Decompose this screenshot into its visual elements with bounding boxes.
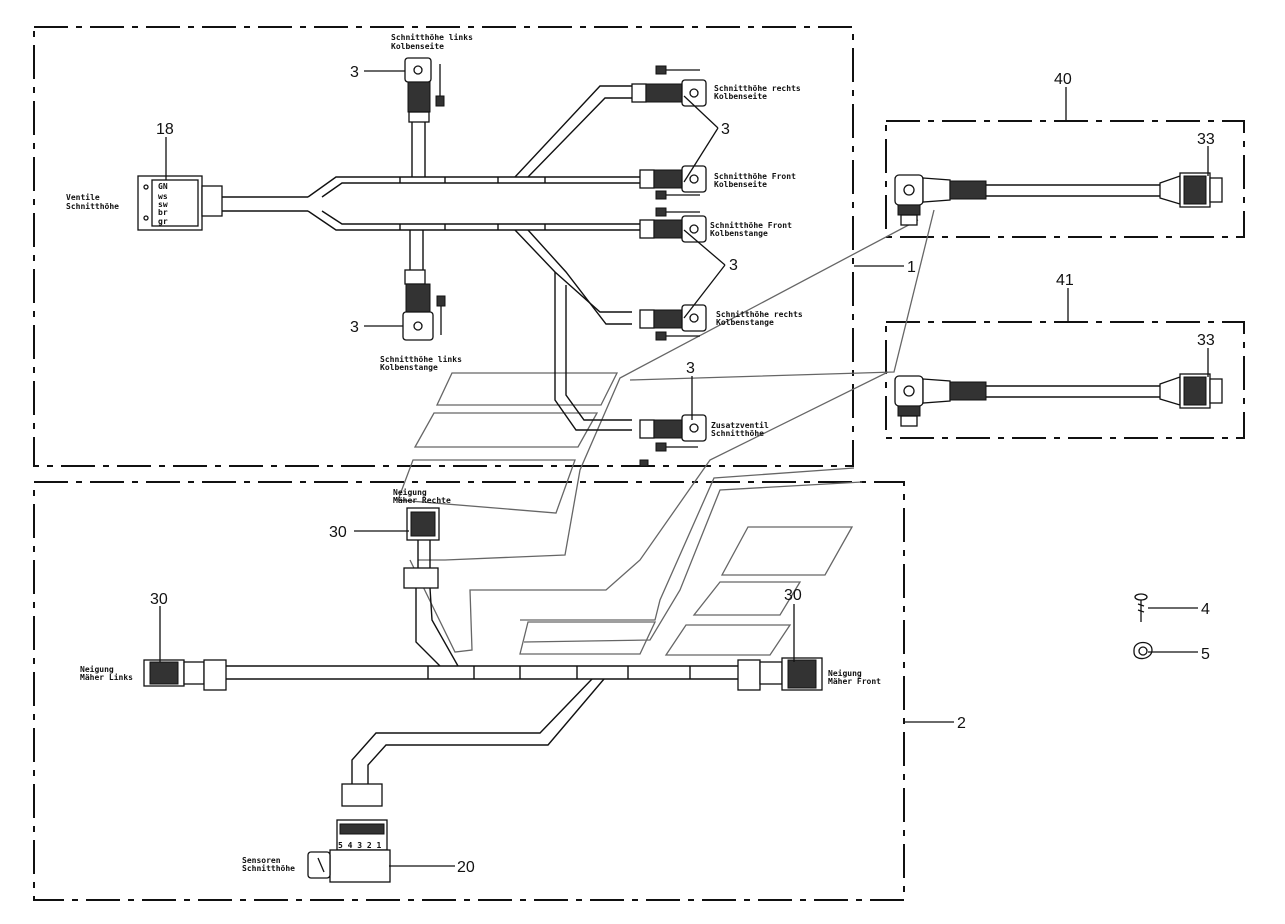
valve-connector-sl-kolbenseite — [404, 57, 445, 123]
frame-harness-2 — [33, 481, 905, 901]
connector-pin-numbers: 5 4 3 2 1 — [338, 841, 382, 850]
label-neig-rechts-1: Neigung — [393, 487, 427, 497]
frame-cable-41 — [885, 321, 1245, 439]
callout-18: 18 — [156, 121, 174, 138]
label-sf-kolbenseite-2: Kolbenseite — [714, 179, 767, 189]
callout-30-b: 30 — [150, 591, 168, 608]
callout-40: 40 — [1054, 71, 1072, 88]
valve-connector-sl-kolbenstange — [402, 269, 446, 341]
label-sf-kolbenseite-1: Schnitthöhe Front — [714, 171, 796, 181]
label-sf-kolbenstange-1: Schnitthöhe Front — [710, 220, 792, 230]
cable-40 — [894, 172, 1223, 226]
label-sr-kolbenstange-2: Kolbenstange — [716, 318, 774, 327]
callout-33-a: 33 — [1197, 131, 1215, 148]
callout-4: 4 — [1201, 601, 1210, 618]
label-neig-front-2: Mäher Front — [828, 677, 881, 686]
label-zusatz-2: Schnitthöhe — [711, 428, 764, 438]
callout-3-d: 3 — [729, 257, 738, 274]
cable-clip-5 — [1133, 641, 1153, 660]
callout-3-e: 3 — [686, 360, 695, 377]
label-sr-kolbenstange-1: Schnitthöhe rechts — [716, 309, 803, 319]
callout-30-c: 30 — [784, 587, 802, 604]
callout-20: 20 — [457, 859, 475, 876]
valve-connector-sf-kolbenseite — [639, 165, 707, 200]
label-ventile-2: Schnitthöhe — [66, 201, 119, 211]
valve-connector-sr-kolbenseite — [631, 65, 707, 107]
valve-connector-sf-kolbenstange — [639, 207, 707, 243]
label-neig-links-2: Mäher Links — [80, 672, 133, 682]
valve-connector-sr-kolbenstange — [639, 304, 707, 341]
cable-41 — [894, 373, 1223, 427]
callout-3-a: 3 — [350, 64, 359, 81]
harness-2-wiring — [226, 540, 738, 784]
frame-cable-40 — [885, 120, 1245, 238]
label-neig-front-1: Neigung — [828, 668, 862, 678]
callout-41: 41 — [1056, 272, 1074, 289]
callout-3-c: 3 — [721, 121, 730, 138]
label-sr-kolbenseite-2: Kolbenseite — [714, 91, 767, 101]
callout-3-b: 3 — [350, 319, 359, 336]
label-sl-kolbenseite-2: Kolbenseite — [391, 41, 444, 51]
leader-lines — [159, 70, 1209, 867]
conn18-mark-3: br — [158, 208, 168, 217]
harness-1-wiring — [222, 85, 640, 431]
tilt-connector-rechts — [403, 507, 440, 589]
callout-1: 1 — [907, 259, 916, 276]
conn18-mark-0: GN — [158, 182, 168, 191]
sensor-connector-20: 5 4 3 2 1 — [307, 783, 391, 883]
conn18-mark-1: ws — [158, 192, 168, 201]
callout-5: 5 — [1201, 646, 1210, 663]
label-sl-kolbenstange-1: Schnitthöhe links — [380, 354, 462, 364]
label-sl-kolbenstange-2: Kolbenstange — [380, 363, 438, 372]
label-sl-kolbenseite-1: Schnitthöhe links — [391, 32, 473, 42]
label-zusatz-1: Zusatzventil — [711, 420, 769, 430]
frame-harness-1 — [33, 26, 854, 467]
screw-clip-4 — [1134, 593, 1148, 622]
label-sf-kolbenstange-2: Kolbenstange — [710, 229, 768, 238]
callout-2: 2 — [957, 715, 966, 732]
machine-ghost-outline — [397, 209, 935, 656]
conn18-mark-2: sw — [158, 200, 168, 209]
label-ventile-1: Ventile — [66, 192, 100, 202]
callout-30-a: 30 — [329, 524, 347, 541]
label-sr-kolbenseite-1: Schnitthöhe rechts — [714, 83, 801, 93]
tilt-connector-links — [143, 659, 227, 691]
connector-18: GN ws sw br gr — [137, 175, 223, 231]
label-sensoren-1: Sensoren — [242, 856, 281, 865]
conn18-mark-4: gr — [158, 217, 168, 226]
valve-connector-zusatz — [639, 414, 707, 467]
label-sensoren-2: Schnitthöhe — [242, 863, 295, 873]
tilt-connector-front — [737, 657, 823, 691]
callout-33-b: 33 — [1197, 332, 1215, 349]
label-neig-rechts-2: Mäher Rechte — [393, 496, 451, 505]
label-neig-links-1: Neigung — [80, 664, 114, 674]
